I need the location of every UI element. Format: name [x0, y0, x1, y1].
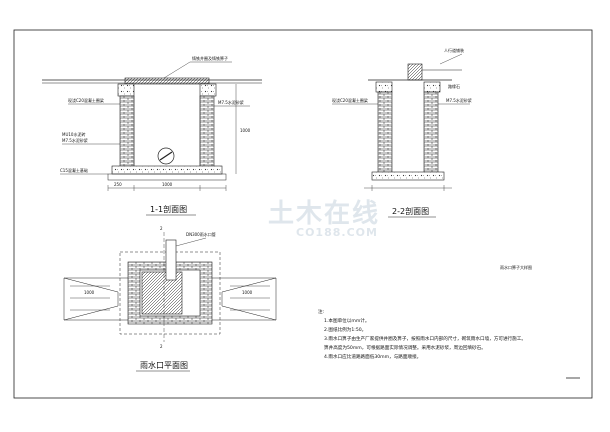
- notes-heading: 注:: [318, 308, 325, 315]
- right-brick-wall: [199, 95, 215, 167]
- note-1: 1.本图单位以mm计。: [324, 317, 370, 324]
- section-2-2: 人行道铺装 现浇C20混凝土圈梁 路缘石 M7.5水泥砂浆 2-2剖面图: [332, 47, 472, 218]
- dim-1-1-bottom: 250: [114, 182, 122, 187]
- label-pipe: DN300雨水口管: [186, 231, 216, 237]
- drawing-frame: [13, 29, 593, 399]
- base-2-2: [371, 171, 445, 181]
- note-4: 4.雨水口应比道路路面低30mm，与路面顺接。: [324, 353, 421, 360]
- title-2-2: 2-2剖面图: [392, 206, 429, 216]
- label-curb: 路缘石: [448, 83, 460, 89]
- section-mark-bottom: 2: [160, 344, 163, 349]
- right-wall-2-2: [423, 91, 439, 173]
- dim-1-1-height: 1000: [240, 128, 251, 133]
- section-1-1: 1000 250 1000 铸铁井圈及铸铁箅子 现浇C20混凝土圈梁 MU10水…: [42, 55, 262, 216]
- label-base: C15混凝土基础: [60, 167, 88, 173]
- label-cover: 铸铁井圈及铸铁箅子: [192, 55, 228, 61]
- note-2: 2.图纸比例为1:50。: [324, 326, 366, 333]
- dim-1-1-mid: 1000: [162, 182, 173, 187]
- note-3-cont: 箅井高度为50mm，可根据路面实际情况调整。采用水泥砂浆，周边回填砂石。: [324, 344, 486, 351]
- label-brick: MU10水泥砖: [62, 131, 85, 137]
- title-plan: 雨水口平面图: [140, 360, 188, 370]
- label-ring-beam-2: 现浇C20混凝土圈梁: [332, 97, 368, 103]
- concrete-base: [111, 165, 223, 175]
- watermark-sub: CO188.COM: [296, 226, 378, 239]
- left-wall-2-2: [377, 91, 393, 173]
- label-mortar-2: M7.5水泥砂浆: [446, 97, 472, 103]
- title-1-1: 1-1剖面图: [150, 204, 187, 214]
- curb-stone: [407, 63, 423, 81]
- side-label: 雨水口箅子大样图: [500, 264, 532, 270]
- plan-pipe: [165, 239, 177, 281]
- label-mortar-right: M7.5水泥砂浆: [218, 99, 244, 105]
- plan-view: 1000 1000 DN300雨水口管 2 2 雨水口平面图: [63, 226, 277, 372]
- note-3: 3.雨水口箅子由生产厂家提供井圈及箅子，按照雨水口内部的尺寸，砌筑雨水口墙，方可…: [324, 335, 526, 342]
- watermark: 土木在线 CO188.COM: [268, 199, 380, 239]
- label-mortar-left: M7.5水泥砂浆: [62, 137, 88, 143]
- notes: 注: 1.本图单位以mm计。 2.图纸比例为1:50。 3.雨水口箅子由生产厂家…: [318, 308, 526, 360]
- left-brick-wall: [119, 95, 135, 167]
- label-ring-beam: 现浇C20混凝土圈梁: [68, 97, 104, 103]
- watermark-main: 土木在线: [268, 199, 380, 229]
- grate-cover: [124, 77, 210, 85]
- dim-plan-right: 1000: [242, 290, 253, 295]
- section-mark-top: 2: [160, 226, 163, 231]
- label-sidewalk: 人行道铺装: [444, 47, 464, 53]
- dim-plan-left: 1000: [84, 290, 95, 295]
